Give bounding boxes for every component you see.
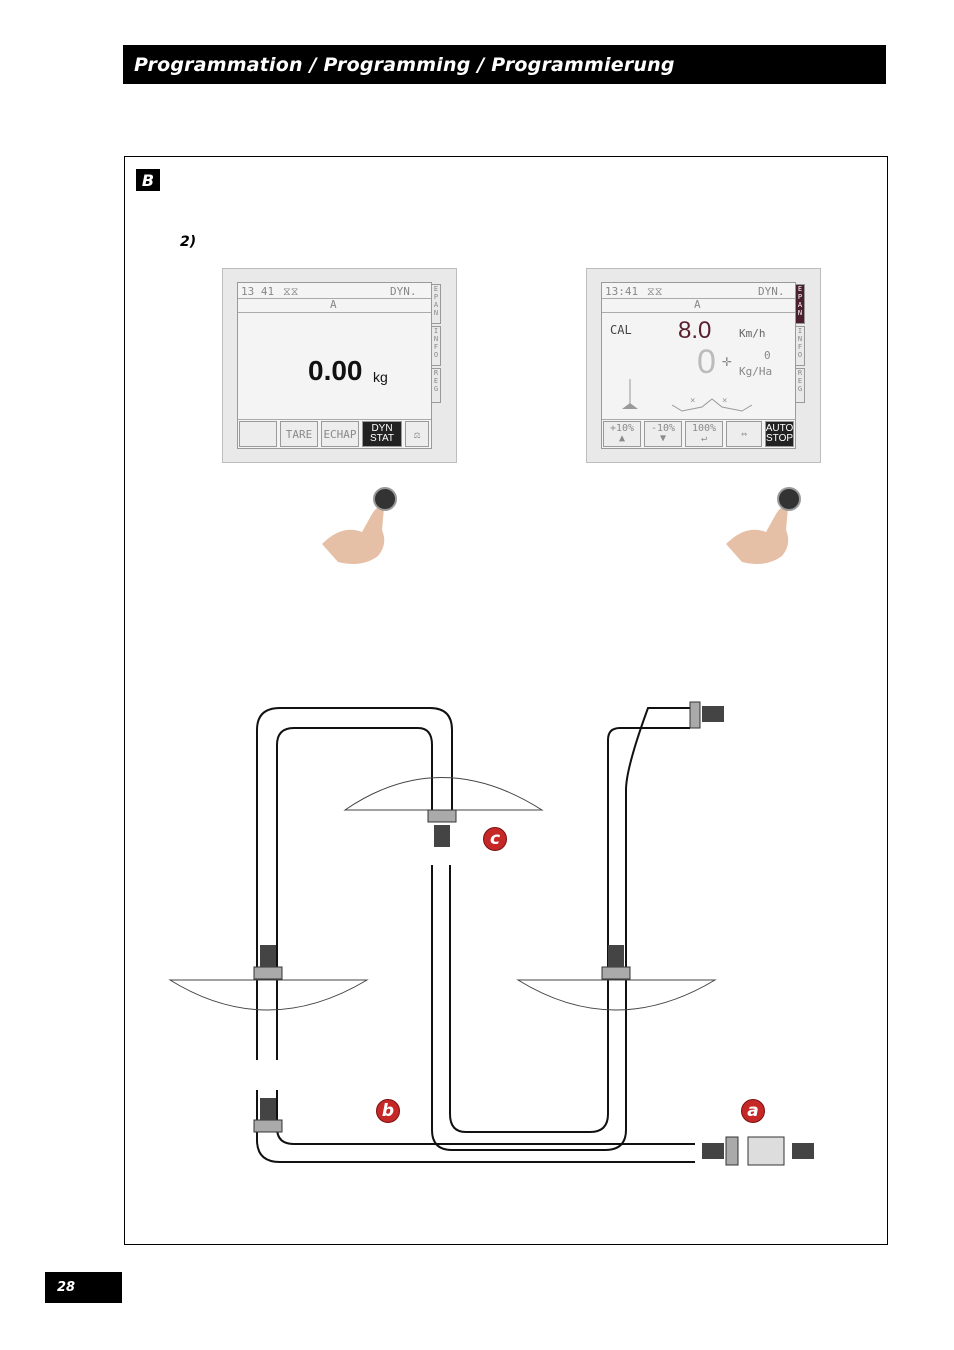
hopper-icon: ⧖⧖ [647,285,663,298]
echap-button[interactable]: ECHAP [321,421,359,447]
stop-label: STOP [765,433,794,444]
pressing-hand-icon [726,487,801,564]
rate-big: 0 [697,343,716,381]
dyn-label: DYN [371,423,393,434]
speed-unit: Km/h [739,327,766,340]
stat-label: STAT [369,433,395,444]
mode-indicator: DYN. [758,285,785,298]
header-title: Programmation / Programming / Programmie… [134,53,675,76]
marker-c: c [483,827,507,851]
softkey-empty[interactable] [239,421,277,447]
cal-label: CAL [610,323,632,337]
down-arrow-icon: ▼ [659,433,667,444]
lcd-display: 13:41 ⧖⧖ DYN. A CAL 8.0 Km/h 0 ✛ 0 Kg/Ha… [601,282,796,449]
spread-pattern-icon: × × [622,379,753,412]
plus-10-label: +10% [609,423,635,434]
auto-stop-button[interactable]: AUTO STOP [765,421,794,447]
speed-value: 8.0 [678,317,712,344]
rate-unit: Kg/Ha [739,365,773,378]
section-badge: B [136,169,160,191]
line-a-label: A [330,298,337,311]
reset-100-label: 100% [691,423,717,434]
minus-10-button[interactable]: -10%▼ [644,421,682,447]
field-path-diagram [168,701,814,1166]
reset-100-button[interactable]: 100%↵ [685,421,723,447]
figure-frame [124,156,888,1245]
terminal-screen-spreading: 13:41 ⧖⧖ DYN. A CAL 8.0 Km/h 0 ✛ 0 Kg/Ha… [586,268,821,463]
marker-b: b [376,1099,400,1123]
minus-10-label: -10% [650,423,676,434]
weight-value: 0.00 [308,355,363,386]
auto-label: AUTO [765,423,794,434]
crosshair-icon: ✛ [722,351,732,370]
page-header: Programmation / Programming / Programmie… [123,45,886,84]
dyn-stat-button[interactable]: DYN STAT [362,421,402,447]
step-label: 2) [180,234,197,250]
up-arrow-icon: ▲ [618,433,626,444]
marker-a: a [741,1099,765,1123]
svg-text:×: × [722,396,727,406]
plus-10-button[interactable]: +10%▲ [603,421,641,447]
line-a-label: A [694,298,701,311]
return-icon: ↵ [700,433,708,444]
clock-readout: 13 41 [241,285,275,298]
hopper-icon: ⧖⧖ [283,285,299,298]
rate-small: 0 [764,349,771,362]
tare-button[interactable]: TARE [280,421,318,447]
svg-text:×: × [690,396,695,406]
terminal-screen-weighing: 13 41 ⧖⧖ DYN. A 0.00 kg TARE ECHAP DYN S… [222,268,457,463]
page-number: 28 [45,1272,122,1303]
clock-readout: 13:41 [605,285,639,298]
width-adjust-button[interactable]: ⇔ [726,421,762,447]
mode-indicator: DYN. [390,285,417,298]
lcd-display: 13 41 ⧖⧖ DYN. A 0.00 kg TARE ECHAP DYN S… [237,282,432,449]
pressing-hand-icon [322,487,397,564]
scale-icon[interactable]: ⚖ [405,421,429,447]
weight-unit: kg [373,369,388,385]
